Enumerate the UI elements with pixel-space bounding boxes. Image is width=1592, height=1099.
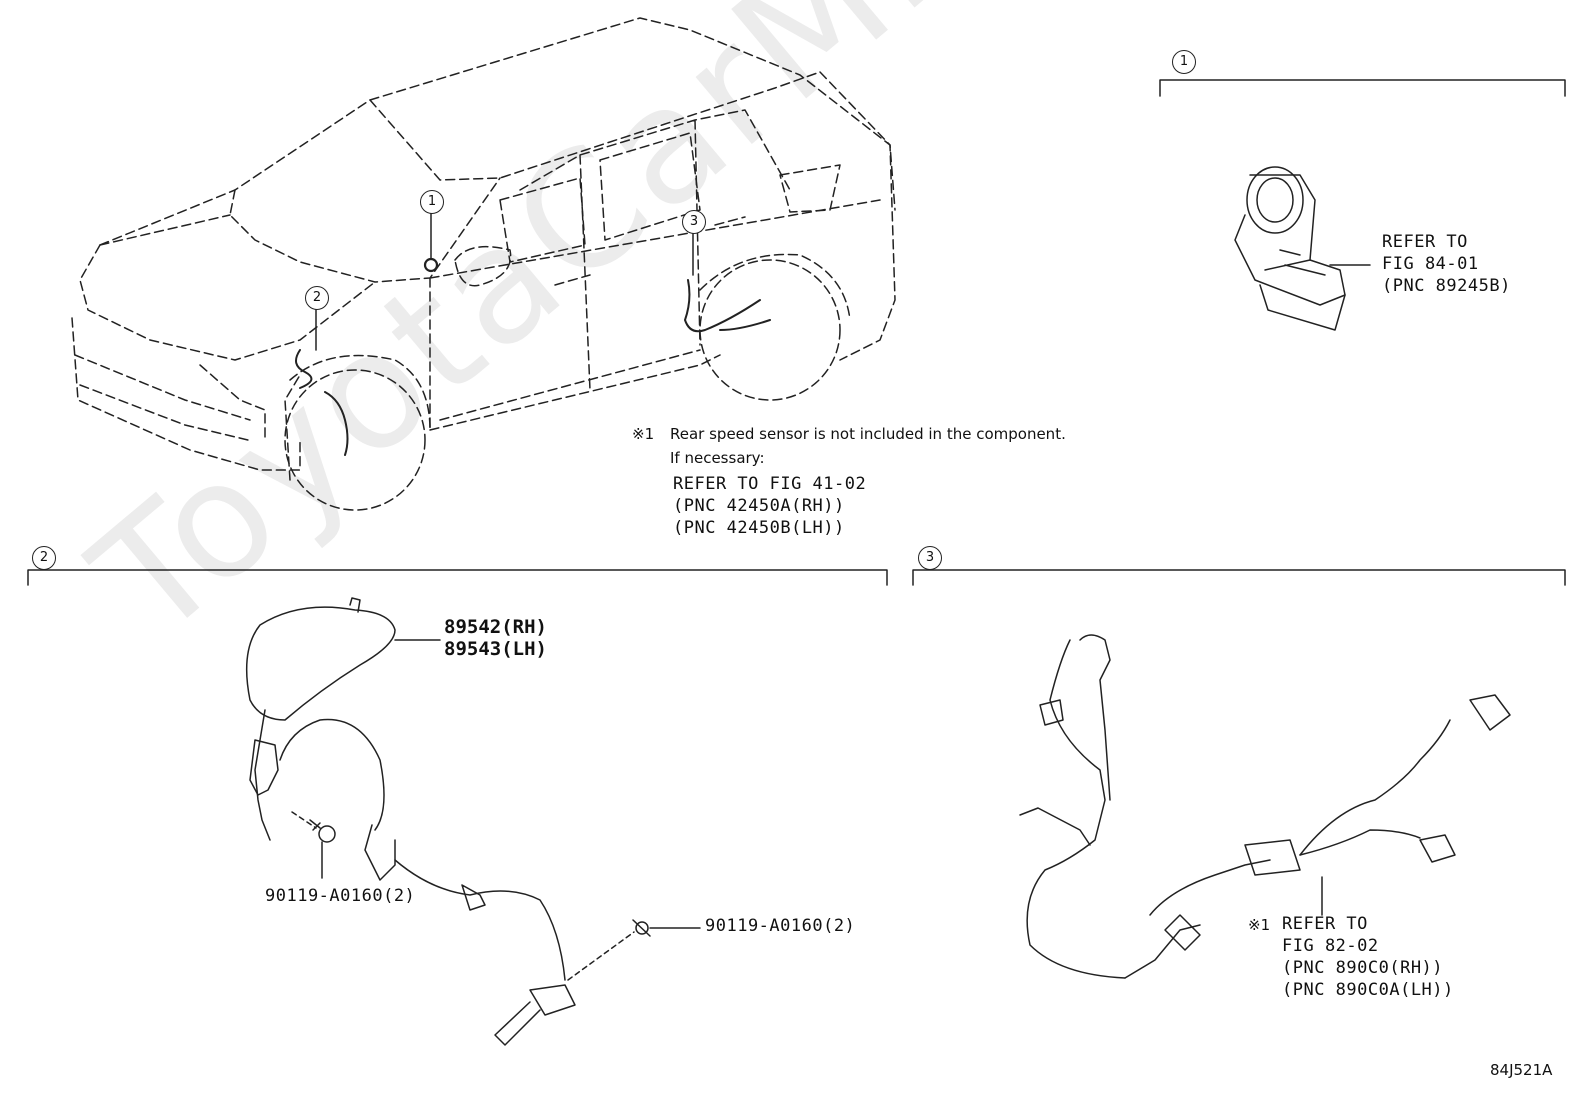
bolt-part-number-2: 90119-A0160(2) [705, 916, 856, 936]
note-ref-line-1: REFER TO FIG 41-02 [673, 474, 867, 494]
note-line-1: Rear speed sensor is not included in the… [670, 425, 1066, 443]
part-number-89543: 89543(LH) [444, 638, 547, 660]
part-number-89542: 89542(RH) [444, 616, 547, 638]
section-1-bracket [1159, 79, 1566, 97]
vehicle-wiring [295, 257, 771, 456]
section-3-ref-line-2: FIG 82-02 [1282, 936, 1379, 956]
note-line-2: If necessary: [670, 449, 765, 467]
vehicle-illustration [71, 17, 896, 511]
section-3-ref-line-1: REFER TO [1282, 914, 1368, 934]
section-3-bracket [912, 569, 1566, 586]
section-3-marker: 3 [918, 546, 942, 570]
bolt-2-dash [567, 931, 635, 981]
callout-1: 1 [420, 190, 444, 214]
section-1-ref-line-3: (PNC 89245B) [1382, 276, 1511, 296]
note-ref-line-2: (PNC 42450A(RH)) [673, 496, 845, 516]
front-speed-sensor-illustration [245, 597, 651, 1046]
callout-3: 3 [682, 210, 706, 234]
callout-2: 2 [305, 286, 329, 310]
section-2-marker: 2 [32, 546, 56, 570]
steering-sensor-illustration [1234, 166, 1346, 331]
section-1-ref-line-2: FIG 84-01 [1382, 254, 1479, 274]
section-1-ref-line-1: REFER TO [1382, 232, 1468, 252]
note-mark: ※1 [632, 425, 655, 443]
section-3-ref-line-3: (PNC 890C0(RH)) [1282, 958, 1444, 978]
section-3-ref-line-4: (PNC 890C0A(LH)) [1282, 980, 1454, 1000]
bolt-part-number-1: 90119-A0160(2) [265, 886, 416, 906]
section-1-marker: 1 [1172, 50, 1196, 74]
figure-code: 84J521A [1490, 1061, 1553, 1079]
section-2-bracket [27, 569, 888, 586]
note-ref-line-3: (PNC 42450B(LH)) [673, 518, 845, 538]
bolt-1-dash [291, 811, 317, 829]
section-3-mark: ※1 [1248, 916, 1271, 934]
wire-harness-illustration [1019, 634, 1511, 979]
